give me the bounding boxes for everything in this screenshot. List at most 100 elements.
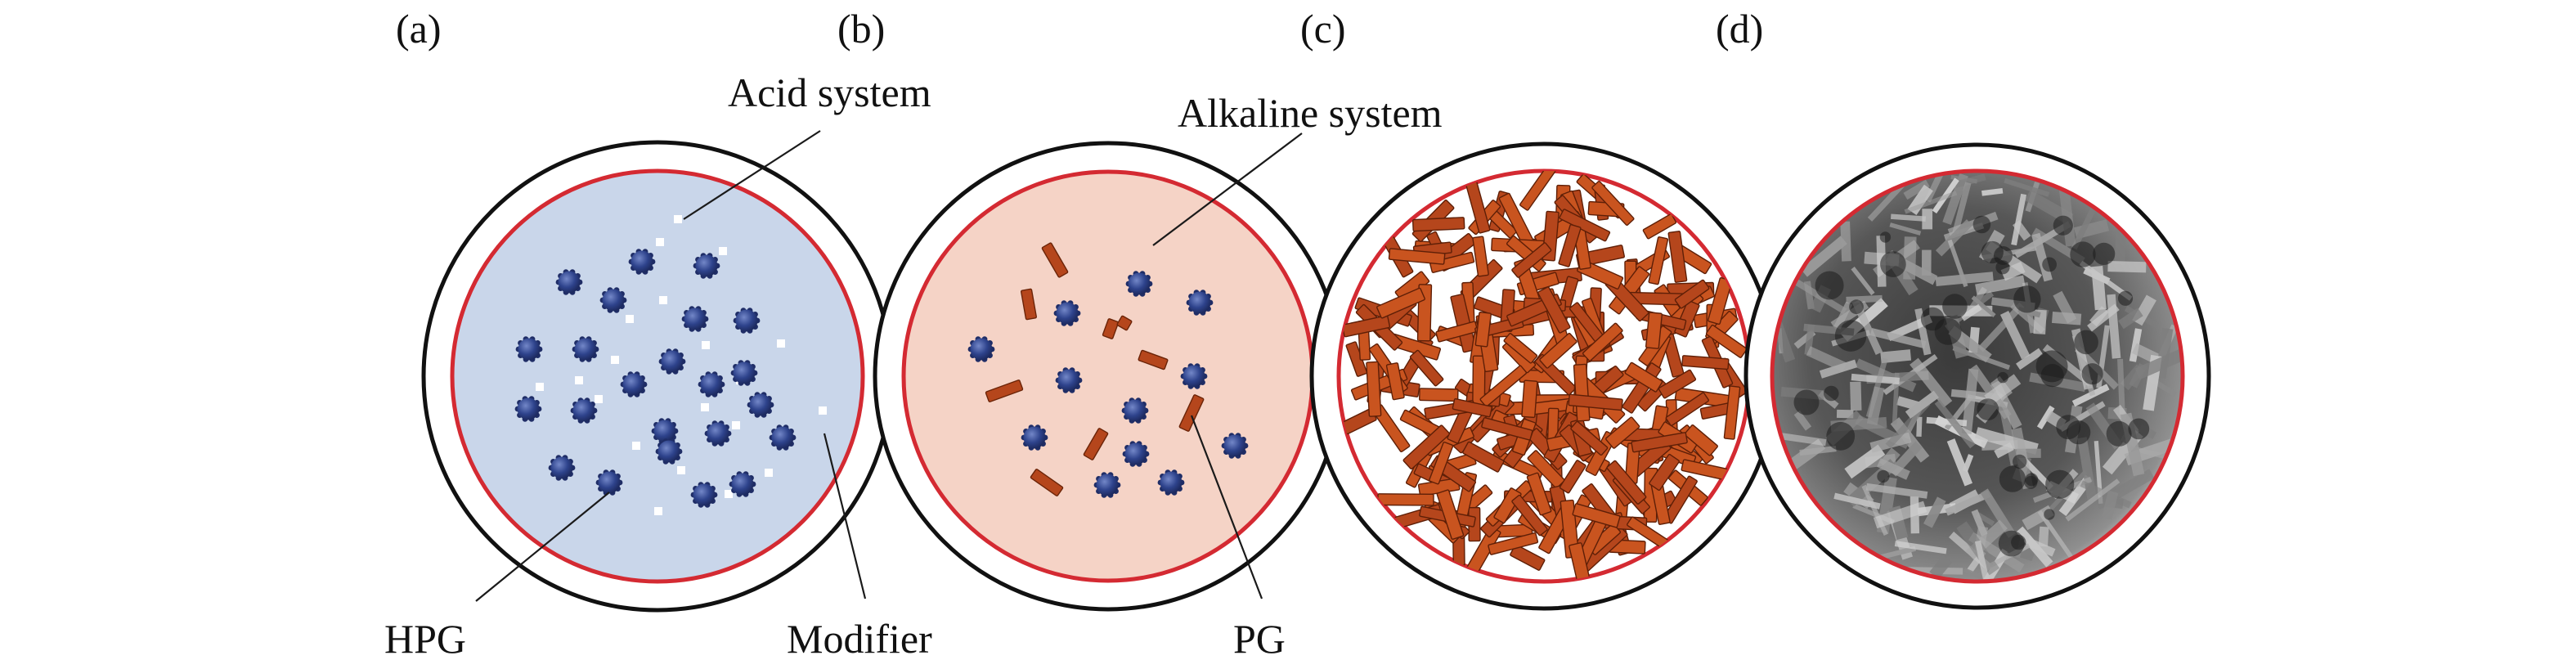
sem-shadow bbox=[1995, 260, 2010, 275]
sem-crystal bbox=[1945, 490, 1991, 516]
hpg-particle bbox=[1053, 300, 1081, 326]
sem-crystal bbox=[1840, 221, 1851, 262]
sem-crystal bbox=[2026, 537, 2056, 557]
sem-crystal bbox=[1894, 541, 1947, 555]
sem-shadow bbox=[2045, 469, 2075, 499]
pg-crystal bbox=[1435, 321, 1479, 343]
hpg-particle bbox=[572, 336, 599, 362]
sem-crystal bbox=[2118, 308, 2143, 330]
hpg-particle bbox=[681, 306, 709, 332]
sem-crystal bbox=[1935, 219, 1973, 257]
sem-crystal bbox=[1910, 357, 1953, 408]
pg-crystal bbox=[1376, 287, 1425, 319]
modifier-particle bbox=[654, 507, 662, 515]
sem-crystal bbox=[2036, 405, 2055, 430]
panel-d bbox=[1744, 142, 2211, 610]
sem-crystal bbox=[1960, 303, 1982, 321]
pg-crystal bbox=[1521, 379, 1538, 419]
sem-crystal bbox=[1851, 373, 1900, 385]
sem-crystal bbox=[2038, 526, 2049, 547]
sem-shadow bbox=[2070, 241, 2096, 267]
hpg-particle bbox=[514, 396, 542, 422]
sem-crystal bbox=[2051, 312, 2082, 326]
pg-crystal bbox=[1558, 224, 1582, 267]
pg-crystal bbox=[1606, 460, 1647, 505]
pg-crystal bbox=[1116, 315, 1133, 331]
sem-crystal bbox=[1891, 213, 1926, 222]
sem-crystal bbox=[2004, 177, 2050, 197]
pg-crystal bbox=[1681, 355, 1730, 370]
panel-c bbox=[1309, 141, 1779, 611]
sem-shadow bbox=[2044, 509, 2055, 520]
modifier-particle bbox=[575, 376, 583, 384]
pg-crystal bbox=[1479, 365, 1528, 407]
sem-crystal bbox=[1892, 372, 1900, 425]
modifier-particle bbox=[701, 403, 709, 411]
modifier-particle bbox=[611, 356, 619, 364]
sem-shadow bbox=[2093, 242, 2116, 265]
modifier-particle bbox=[674, 215, 682, 223]
hpg-particle bbox=[1055, 367, 1083, 393]
modifier-particle bbox=[725, 490, 733, 498]
sem-crystal bbox=[1954, 173, 1986, 188]
sem-crystal bbox=[2058, 182, 2076, 247]
sem-shadow bbox=[2128, 418, 2150, 440]
hpg-particle bbox=[747, 392, 774, 418]
pg-crystal bbox=[1537, 286, 1571, 334]
sem-crystal bbox=[2117, 358, 2125, 415]
sem-crystal bbox=[1873, 501, 1928, 529]
sem-shadow bbox=[2074, 330, 2098, 355]
hpg-particle bbox=[548, 455, 576, 481]
hpg-particle bbox=[769, 424, 797, 451]
sem-crystal bbox=[1923, 496, 1946, 528]
sem-crystal bbox=[2079, 260, 2133, 301]
pg-crystal bbox=[1645, 312, 1663, 349]
sem-crystal bbox=[2107, 261, 2147, 273]
sem-shadow bbox=[2042, 257, 2058, 272]
sem-crystal bbox=[1981, 187, 2004, 196]
pg-crystal bbox=[1572, 503, 1621, 528]
pg-crystal bbox=[1102, 318, 1120, 339]
pg-crystal bbox=[1631, 432, 1688, 453]
hpg-particle bbox=[1021, 424, 1048, 451]
sem-crystal bbox=[1833, 492, 1881, 510]
sem-crystal bbox=[1880, 546, 1917, 560]
sem-shadow bbox=[1997, 371, 2008, 384]
pg-crystal bbox=[1493, 487, 1522, 524]
pg-crystal bbox=[1511, 494, 1548, 537]
sem-crystal bbox=[1946, 438, 1973, 487]
sem-crystal bbox=[1977, 302, 2025, 352]
sem-shadow bbox=[2117, 290, 2134, 306]
pg-crystal bbox=[1705, 324, 1748, 358]
hpg-particle bbox=[729, 471, 756, 497]
modifier-particle bbox=[719, 247, 727, 255]
sem-crystal bbox=[2087, 303, 2120, 332]
sem-shadow bbox=[1880, 251, 1906, 277]
sem-shadow bbox=[1999, 465, 2026, 492]
acid-solution-a bbox=[450, 168, 865, 584]
sem-shadow bbox=[1981, 240, 2004, 264]
pg-crystal bbox=[1083, 428, 1109, 460]
sem-crystal bbox=[1833, 301, 1853, 330]
leader-acid-system bbox=[683, 130, 821, 220]
sem-crystal bbox=[2094, 440, 2103, 505]
hpg-particle bbox=[515, 336, 543, 362]
sem-crystal bbox=[1800, 236, 1847, 277]
pg-crystal bbox=[1377, 493, 1434, 506]
sem-crystal bbox=[1935, 272, 1994, 286]
pg-crystal bbox=[1462, 441, 1505, 473]
hpg-particle bbox=[733, 308, 761, 334]
pg-crystal bbox=[1624, 361, 1663, 393]
sem-crystal bbox=[1793, 410, 1812, 431]
sem-shadow bbox=[2013, 454, 2027, 469]
modifier-particle bbox=[677, 466, 685, 474]
pg-crystal bbox=[1559, 460, 1586, 494]
pg-crystal bbox=[1667, 231, 1688, 283]
sem-crystal bbox=[1994, 442, 2014, 459]
pg-crystal bbox=[1409, 349, 1444, 387]
sem-crystal bbox=[2071, 201, 2099, 250]
pg-crystal bbox=[1511, 242, 1552, 278]
pg-crystal bbox=[1366, 361, 1382, 417]
modifier-particle bbox=[702, 341, 710, 349]
